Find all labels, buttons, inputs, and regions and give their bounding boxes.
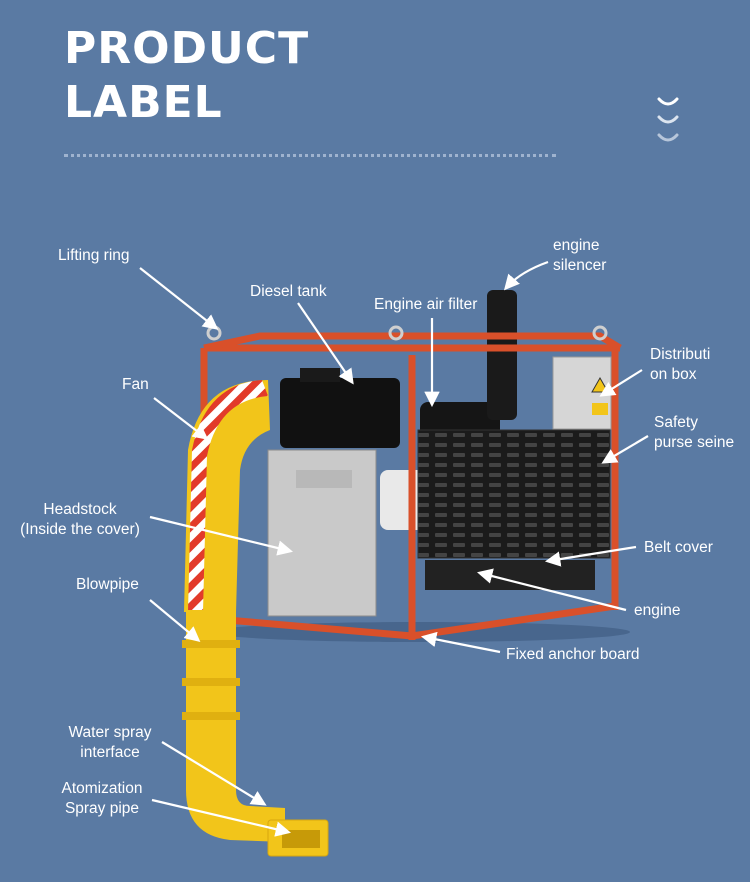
label-fixed-anchor-board: Fixed anchor board [506, 646, 640, 663]
nameplate [296, 470, 352, 488]
blowpipe [182, 610, 329, 857]
label-engine-silencer: engine silencer [553, 236, 606, 276]
label-safety-purse-seine: Safety purse seine [654, 413, 734, 453]
scroll-down-icon [657, 97, 679, 142]
title-divider [64, 154, 556, 157]
label-distribution-box: Distributi on box [650, 345, 710, 385]
engine-silencer [487, 290, 517, 420]
label-headstock-line2: (Inside the cover) [20, 521, 140, 538]
label-atomization-spray-pipe: Atomization Spray pipe [52, 779, 152, 819]
label-water-spray-interface: Water spray interface [60, 723, 160, 763]
label-safety-purse-seine-line2: purse seine [654, 434, 735, 451]
page-title: PRODUCT LABEL [64, 22, 309, 130]
safety-purse-seine [417, 429, 611, 559]
label-distribution-box-line1: Distributi [650, 346, 711, 363]
label-engine-air-filter: Engine air filter [374, 296, 478, 313]
lifting-ring-right [592, 325, 608, 341]
label-engine: engine [634, 602, 681, 619]
label-distribution-box-line2: on box [650, 366, 697, 383]
label-blowpipe: Blowpipe [76, 576, 139, 593]
lifting-ring-mid [388, 325, 404, 341]
label-engine-silencer-line1: engine [553, 237, 600, 254]
diesel-tank [280, 378, 400, 448]
label-water-spray-line1: Water spray [68, 724, 152, 741]
label-lifting-ring: Lifting ring [58, 247, 130, 264]
diesel-tank-cap [300, 368, 340, 382]
title-line-2: LABEL [64, 77, 223, 128]
lifting-ring-left [206, 325, 222, 341]
label-atomization-line1: Atomization [61, 780, 143, 797]
engine-block [425, 560, 595, 590]
label-headstock-line1: Headstock [43, 501, 117, 518]
label-fan: Fan [122, 376, 149, 393]
label-belt-cover: Belt cover [644, 539, 713, 556]
label-diesel-tank: Diesel tank [250, 283, 327, 300]
distribution-box [552, 356, 612, 430]
label-engine-silencer-line2: silencer [553, 257, 607, 274]
label-water-spray-line2: interface [80, 744, 140, 761]
label-safety-purse-seine-line1: Safety [654, 414, 698, 431]
label-atomization-line2: Spray pipe [64, 800, 140, 817]
label-headstock: Headstock (Inside the cover) [14, 500, 146, 540]
title-line-1: PRODUCT [64, 23, 310, 74]
warning-label [592, 403, 608, 415]
callout-arrows [139, 260, 649, 837]
